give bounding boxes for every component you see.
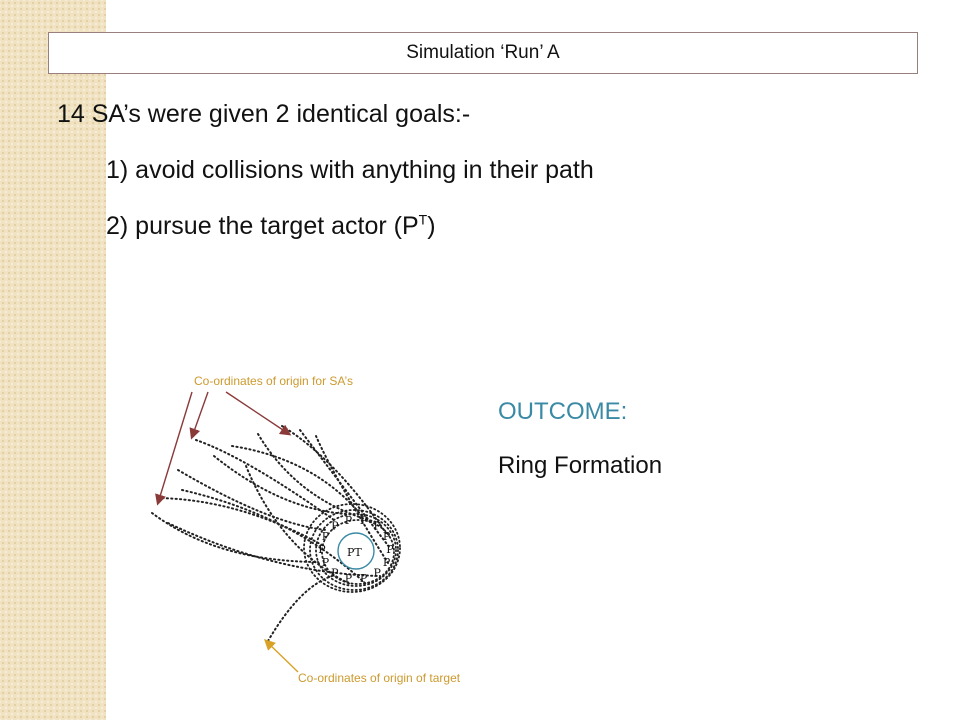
agent-label: P [318,543,326,556]
outcome-label: OUTCOME: [498,398,628,425]
agent-label: P [373,567,381,580]
agent-path [245,465,351,585]
agent-path [195,439,335,521]
outcome-value: Ring Formation [498,452,663,479]
goal-2: 2) pursue the target actor (PT) [106,212,436,241]
agent-label: P [322,556,330,569]
agent-label: P [331,520,339,533]
agent-label: P [383,530,391,543]
ring-loop [303,503,401,593]
goal-2-close: ) [427,212,436,240]
goal-2-superscript: T [418,211,428,228]
agent-path [157,497,323,546]
agent-label: P [360,514,368,527]
agent-path [257,433,377,523]
ring-loop [321,519,395,585]
agent-label: P [383,556,391,569]
ring-loop [315,513,397,587]
agent-path [299,429,391,549]
target-label: PT [347,546,362,559]
agent-label: P [345,514,353,527]
origin-arrow-2 [189,391,209,440]
annotation-origin-sas: Co-ordinates of origin for SA’s [194,374,353,388]
annotation-origin-target: Co-ordinates of origin of target [298,671,461,685]
agent-label: P [360,572,368,585]
target-circle [337,532,375,570]
agent-path [177,469,327,531]
agent-label: P [322,530,330,543]
agent-path [151,512,319,563]
slide-title: Simulation ‘Run’ A [48,32,918,74]
agent-path [181,489,367,585]
goal-1: 1) avoid collisions with anything in the… [106,156,594,184]
agent-path [281,425,387,534]
agent-path [267,575,333,642]
agent-path [315,435,389,564]
goal-2-text: 2) pursue the target actor (P [106,212,419,240]
agent-label: P [373,520,381,533]
agent-label: P [331,567,339,580]
ring-formation [303,503,401,593]
origin-arrow-3 [225,391,292,436]
target-origin-arrow [263,639,299,673]
agent-label: P [386,543,394,556]
agent-label: P [345,572,353,585]
origin-arrow-1 [155,391,193,506]
intro-line: 14 SA’s were given 2 identical goals:- [57,100,471,128]
agent-path [213,455,347,515]
ring-loop [309,509,399,591]
decorative-side-strip [0,0,106,720]
